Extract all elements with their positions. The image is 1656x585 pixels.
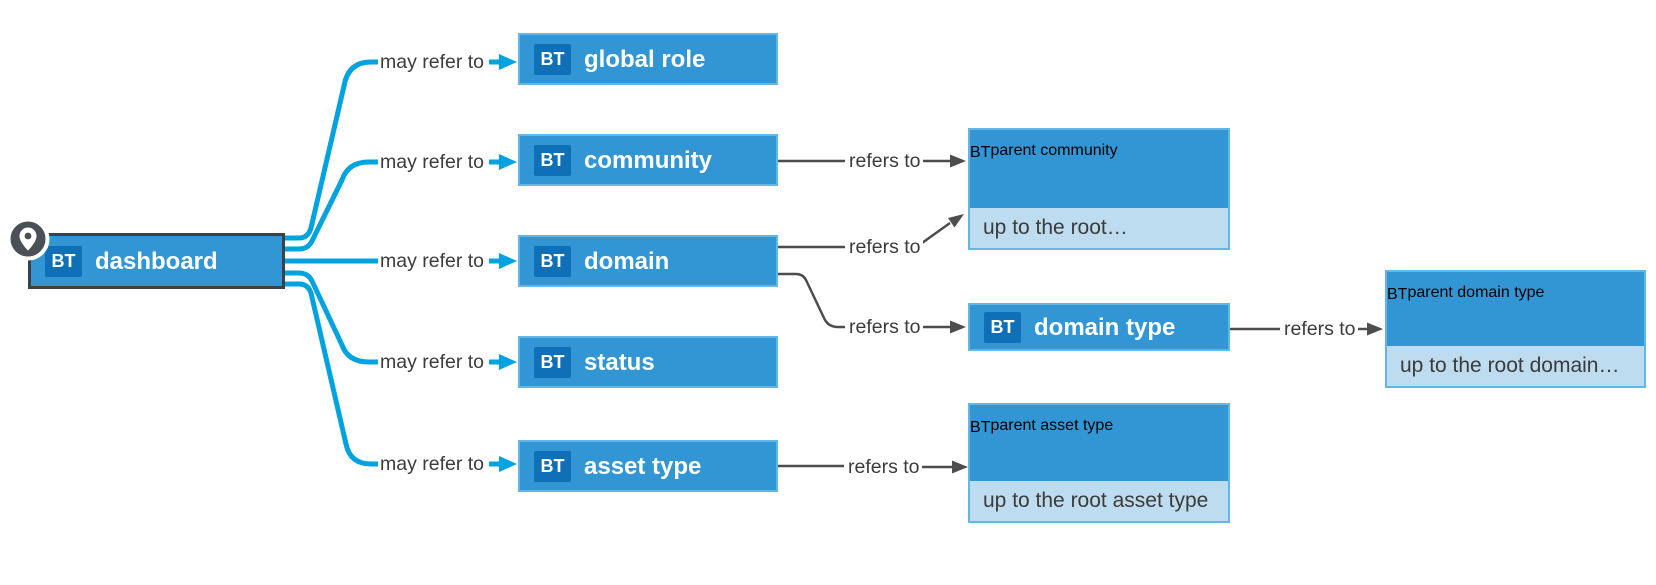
edge-label-refers-to-parent-domain-type: refers to: [1282, 316, 1358, 342]
edge-dashboard-asset-type: [285, 281, 378, 467]
node-parent-domain-type-note: up to the root domain…: [1387, 346, 1644, 386]
node-parent-domain-type-title: BT parent domain type: [1387, 272, 1644, 304]
edge-label-may-refer-to-global-role: may refer to: [378, 49, 487, 75]
may-refer-arrow-community: [489, 154, 517, 170]
edge-dashboard-global-role: [285, 59, 378, 241]
may-refer-arrow-status: [489, 354, 517, 370]
node-dashboard-label: dashboard: [95, 247, 218, 275]
node-global-role[interactable]: BT global role: [518, 33, 778, 85]
business-term-badge-icon: BT: [1387, 286, 1408, 303]
edge-label-refers-to-domain-type: refers to: [847, 314, 923, 340]
node-parent-community-label: parent community: [990, 142, 1118, 159]
edge-dashboard-status: [285, 270, 378, 365]
business-term-badge-icon: BT: [534, 245, 571, 277]
edge-asset-type-parent-asset-type: [778, 464, 952, 469]
node-community-label: community: [584, 146, 713, 174]
node-domain[interactable]: BT domain: [518, 235, 778, 287]
edge-label-may-refer-to-domain: may refer to: [378, 248, 487, 274]
edge-label-may-refer-to-asset-type: may refer to: [378, 451, 487, 477]
business-term-badge-icon: BT: [970, 144, 991, 161]
node-parent-community-note: up to the root…: [970, 208, 1228, 248]
edge-domain-domain-type: [778, 272, 950, 329]
business-term-badge-icon: BT: [534, 144, 571, 176]
refers-arrow-parent-community: [950, 154, 966, 168]
node-dashboard[interactable]: BT dashboard: [28, 233, 285, 289]
refers-arrow-parent-asset-type: [952, 460, 968, 474]
refers-arrow-parent-domain-type: [1367, 322, 1383, 336]
node-parent-asset-type-title: BT parent asset type: [970, 405, 1228, 437]
node-status[interactable]: BT status: [518, 336, 778, 388]
location-pin-icon: [6, 217, 50, 261]
business-term-badge-icon: BT: [984, 311, 1021, 343]
business-term-badge-icon: BT: [970, 419, 991, 436]
edge-domain-parent-community: [778, 221, 951, 249]
business-term-badge-icon: BT: [534, 450, 571, 482]
node-parent-asset-type[interactable]: BT parent asset type up to the root asse…: [968, 403, 1230, 523]
edge-label-refers-to-parent-asset-type: refers to: [846, 454, 922, 480]
node-asset-type-label: asset type: [584, 452, 702, 480]
node-domain-type[interactable]: BT domain type: [968, 303, 1230, 351]
node-parent-community[interactable]: BT parent community up to the root…: [968, 128, 1230, 250]
node-parent-domain-type[interactable]: BT parent domain type up to the root dom…: [1385, 270, 1646, 388]
refers-arrow-domain-type: [950, 320, 966, 334]
node-parent-community-title: BT parent community: [970, 130, 1228, 162]
node-domain-type-label: domain type: [1034, 313, 1176, 341]
business-term-badge-icon: BT: [534, 346, 571, 378]
node-global-role-label: global role: [584, 45, 706, 73]
node-parent-asset-type-label: parent asset type: [990, 417, 1114, 434]
node-community[interactable]: BT community: [518, 134, 778, 186]
node-parent-asset-type-note: up to the root asset type: [970, 481, 1228, 521]
refers-arrow-parent-community-from-domain: [948, 214, 964, 228]
node-parent-domain-type-label: parent domain type: [1407, 284, 1545, 301]
edge-label-refers-to-parent-community-from-domain: refers to: [847, 234, 923, 260]
may-refer-arrow-asset-type: [489, 456, 517, 472]
may-refer-arrow-global-role: [489, 54, 517, 70]
business-term-badge-icon: BT: [45, 245, 82, 277]
edge-label-refers-to-parent-community: refers to: [847, 148, 923, 174]
edge-label-may-refer-to-community: may refer to: [378, 149, 487, 175]
node-asset-type[interactable]: BT asset type: [518, 440, 778, 492]
node-domain-label: domain: [584, 247, 670, 275]
node-status-label: status: [584, 348, 655, 376]
edge-dashboard-community: [285, 159, 378, 252]
may-refer-arrow-domain: [489, 253, 517, 269]
business-term-badge-icon: BT: [534, 43, 571, 75]
edge-label-may-refer-to-status: may refer to: [378, 349, 487, 375]
